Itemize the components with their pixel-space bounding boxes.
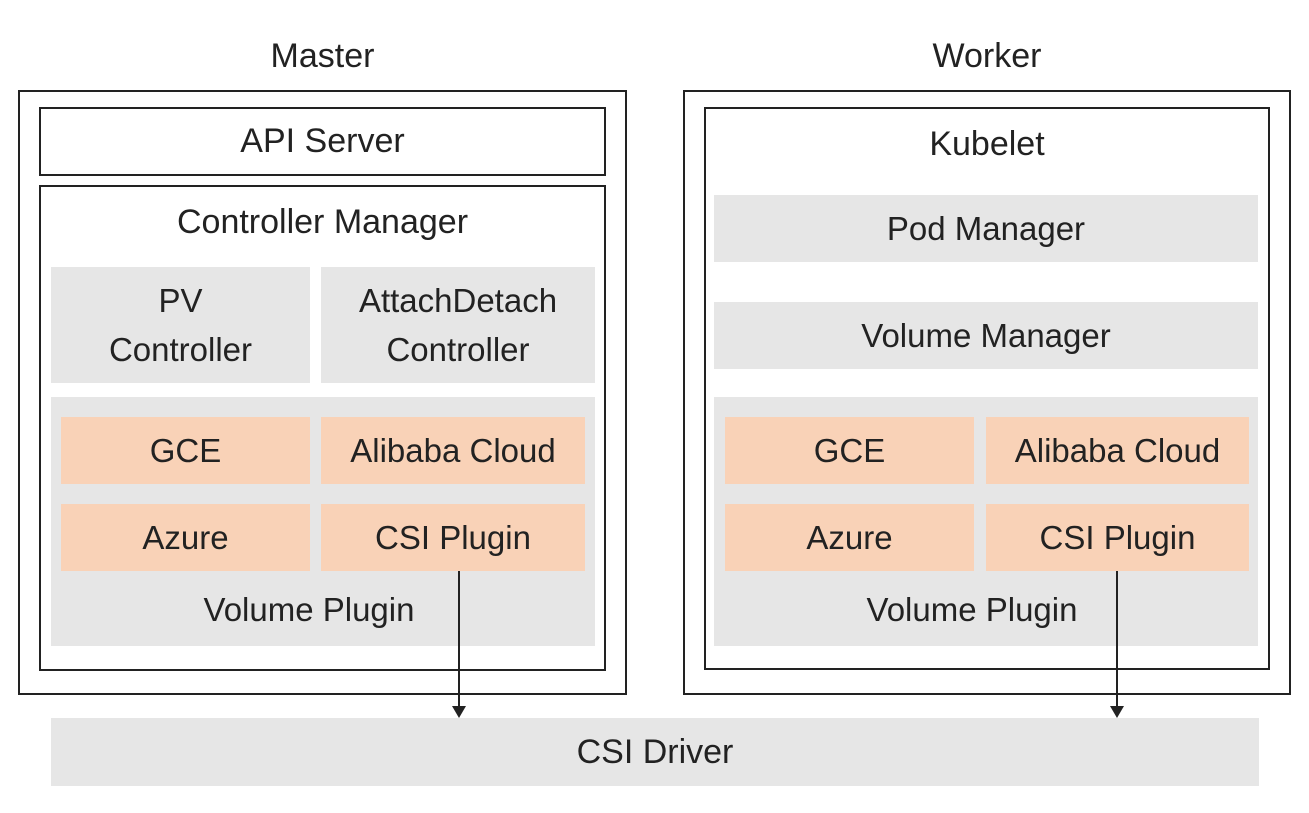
attachdetach-controller-box: AttachDetach Controller [321,267,595,383]
pv-controller-box: PV Controller [51,267,310,383]
worker-plugin-alibaba-cloud: Alibaba Cloud [986,417,1249,484]
kubelet-title: Kubelet [929,124,1045,163]
worker-title: Worker [932,36,1042,75]
controller-manager-title: Controller Manager [176,202,469,241]
pod-manager-box: Pod Manager [714,195,1258,262]
api-server-box: API Server [39,107,606,176]
worker-volume-plugin-label: Volume Plugin [866,591,1078,629]
master-plugin-alibaba-cloud: Alibaba Cloud [321,417,585,484]
worker-plugin-gce: GCE [725,417,974,484]
csi-driver-box: CSI Driver [51,718,1259,786]
pv-controller-line-2: Controller [108,331,253,368]
master-plugin-csi: CSI Plugin [321,504,585,571]
master-title: Master [270,36,375,75]
attachdetach-controller-line-1: AttachDetach [358,281,558,319]
worker-plugin-azure: Azure [725,504,974,571]
attachdetach-controller-line-2: Controller [386,331,530,368]
worker-csi-arrow-head [1110,706,1124,718]
worker-csi-arrow-line [1116,571,1118,707]
master-volume-plugin-label: Volume Plugin [203,591,415,629]
pv-controller-line-1: PV [158,281,203,319]
master-plugin-gce: GCE [61,417,310,484]
volume-manager-box: Volume Manager [714,302,1258,369]
master-csi-arrow-line [458,571,460,707]
worker-plugin-csi: CSI Plugin [986,504,1249,571]
master-csi-arrow-head [452,706,466,718]
master-plugin-azure: Azure [61,504,310,571]
